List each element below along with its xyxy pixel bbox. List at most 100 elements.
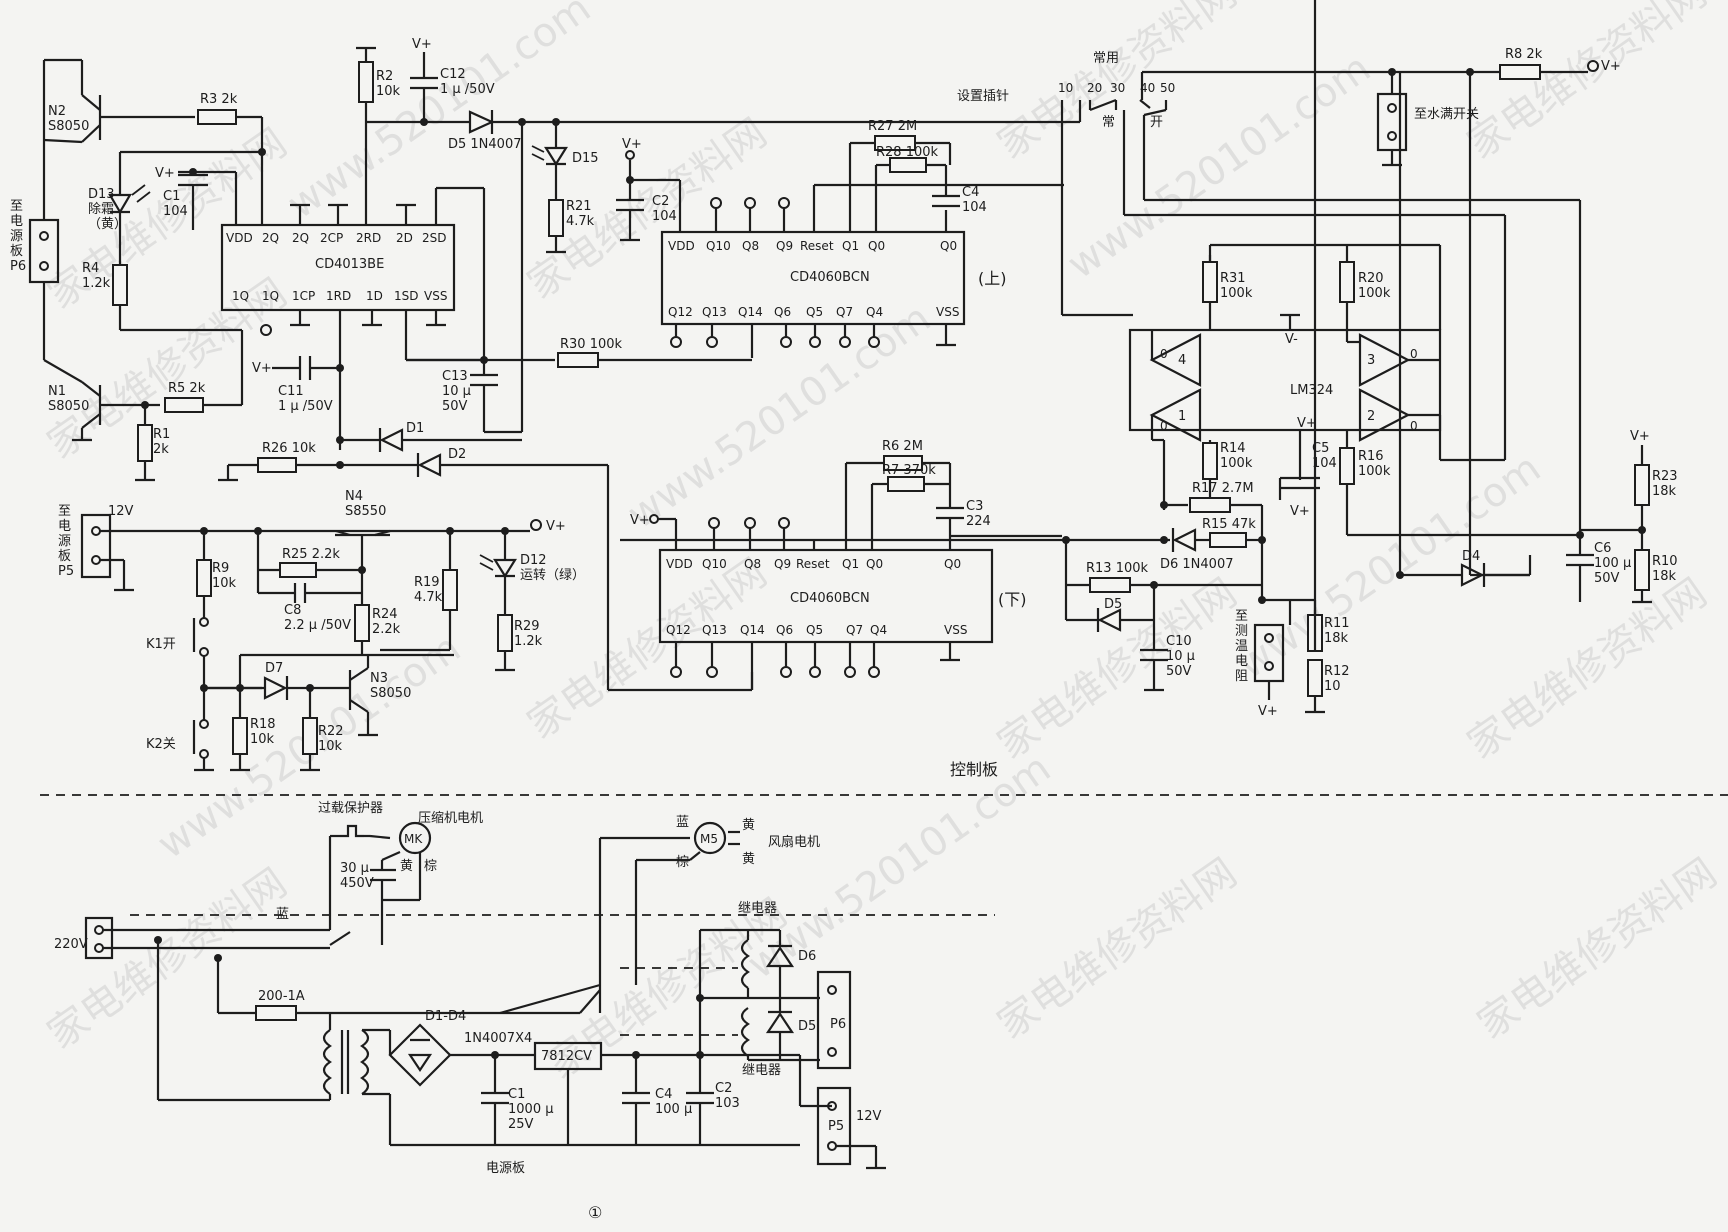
fuse-label: 200-1A [258,989,305,1004]
k2-label: K2关 [146,737,176,752]
power-board-label: 电源板 [486,1161,525,1176]
r30-label: R30 100k [560,337,623,352]
pin-label: Q1 [842,557,859,571]
pin-label: 1D [366,289,383,303]
jumper-pin: 30 [1110,81,1125,95]
pin-label: Reset [796,557,830,571]
pin-label: 2SD [422,231,447,245]
d5b-label: D5 [1104,597,1122,612]
d5-label: D5 1N4007 [448,137,522,152]
opamp-label: 1 [1178,409,1186,424]
bridge-part-label: 1N4007X4 [464,1031,532,1046]
pin-label: 2Q [292,231,309,245]
pin-label: Q5 [806,623,823,637]
lm324-name: LM324 [1290,383,1333,398]
d1-label: D1 [406,421,424,436]
d4-label: D4 [1462,549,1480,564]
vplus-label: V+ [1601,59,1621,74]
opamp-zero: 0 [1410,419,1418,433]
pin-label: Q4 [866,305,883,319]
jumper-top-label: 常用 [1093,51,1119,66]
watermark-layer: 家电维修资料网 家电维修资料网 家电维修资料网 家电维修资料网 家电维修资料网 … [39,0,1725,1088]
r15-label: R15 47k [1202,517,1256,532]
pin-label: 1CP [292,289,315,303]
vplus-label: V+ [1630,429,1650,444]
regulator-label: 7812CV [541,1049,592,1064]
pin-label: 2Q [262,231,279,245]
vplus-label: V+ [412,37,432,52]
pin-label: Q4 [870,623,887,637]
watermark-url: www.520101.com [1229,445,1549,688]
ic-cd4060-lower: CD4060BCN (下) VDD Q10 Q8 Q9 Reset Q1 Q0 … [658,548,1027,644]
pin-label: 2RD [356,231,381,245]
overload-label: 过载保护器 [318,801,383,816]
upper-tag: (上) [978,269,1007,288]
fan-yellow-2: 黄 [742,852,755,867]
pin-label: 2CP [320,231,343,245]
diode-d5-ctrl: D5 [1096,597,1122,632]
vplus-label: V+ [622,137,642,152]
p5-volt-label: 12V [108,504,134,519]
mk-label: MK [404,832,423,846]
vplus-label: V+ [1290,504,1310,519]
pin-label: VDD [666,557,693,571]
opamp-label: 2 [1367,409,1375,424]
pin-label: Q0 [866,557,883,571]
vplus-label: V+ [546,519,566,534]
d6-label: D6 1N4007 [1160,557,1234,572]
brown-label: 棕 [424,859,437,874]
diode-d7: D7 [263,661,289,700]
pb-p5-volt: 12V [856,1109,882,1124]
d7-label: D7 [265,661,283,676]
pin-label: Q6 [776,623,793,637]
compressor-label: 压缩机电机 [418,810,483,826]
r25-label: R25 2.2k [282,547,340,562]
m5-label: M5 [700,832,718,846]
vplus-label: V+ [1297,416,1317,431]
diode-d1: D1 [378,421,424,452]
cd4060-lower-name: CD4060BCN [790,591,870,606]
jumper-pin: 10 [1058,81,1073,95]
pin-label: Q10 [702,557,727,571]
jumper-pin: 50 [1160,81,1175,95]
r27-label: R27 2M [868,119,917,134]
lm324-block: LM324 4 3 1 2 0 0 0 0 V- [1128,328,1442,442]
ac-in-label: 220V [54,937,88,952]
pin-label: 1Q [262,289,279,303]
relay-label-top: 继电器 [738,901,777,916]
r13-label: R13 100k [1086,561,1149,576]
pin-label: VDD [226,231,253,245]
pin-label: Q14 [740,623,765,637]
pin-label: Q12 [666,623,691,637]
opamp-label: 3 [1367,353,1375,368]
vplus-label: V+ [1258,704,1278,719]
yellow-label: 黄 [400,859,413,874]
vplus-label: V+ [630,513,650,528]
